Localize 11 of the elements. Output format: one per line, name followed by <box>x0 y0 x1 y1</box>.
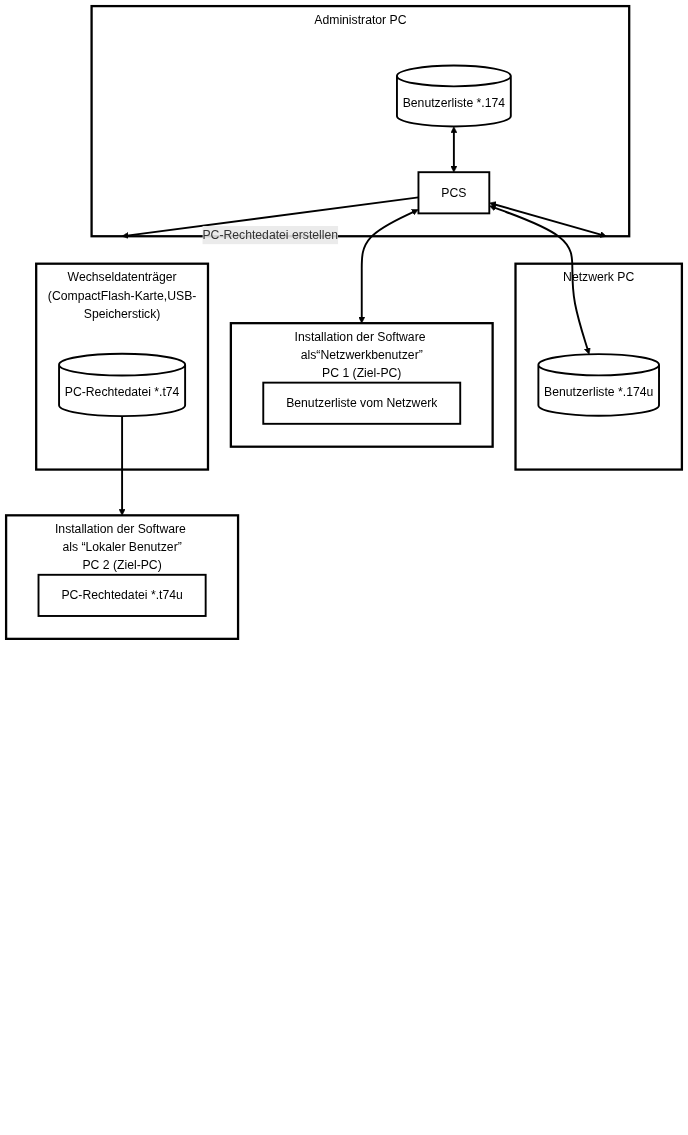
arrow <box>489 201 607 238</box>
node-box: PC-Rechtedatei *.t74u <box>37 573 207 617</box>
arrow <box>358 209 419 324</box>
node-box: Benutzerliste vom Netzwerk <box>262 381 462 425</box>
arrow <box>118 415 126 516</box>
edge-label: PC-Rechtedatei erstellen <box>202 228 339 242</box>
node-label: Installation der Software als “Lokaler Benutzer” <box>54 522 186 554</box>
arrow <box>450 126 458 173</box>
arrow <box>489 204 591 355</box>
node-box: PCS <box>417 171 491 215</box>
node-label: Installation der Software als“Netzwerkbenutzer” <box>294 330 426 362</box>
